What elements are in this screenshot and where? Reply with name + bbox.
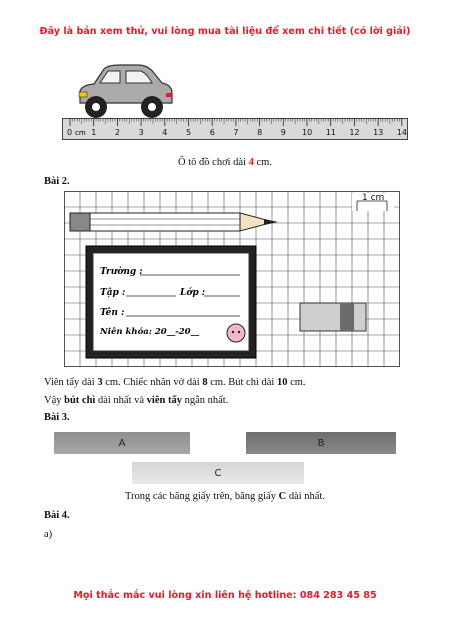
eraser bbox=[299, 302, 367, 332]
paper-strip-b: B bbox=[246, 432, 396, 454]
ruler-tick-label: 14 bbox=[397, 128, 407, 137]
pencil bbox=[69, 212, 278, 232]
ruler-tick-label: 1 bbox=[91, 128, 96, 137]
ruler-tick-label: 11 bbox=[326, 128, 336, 137]
bai4-subpart: a) bbox=[44, 529, 53, 540]
ruler-tick-label: 6 bbox=[210, 128, 215, 137]
grid-scale-label: 1 cm bbox=[362, 193, 384, 203]
paper-strip-a: A bbox=[54, 432, 190, 454]
notebook-label: Trường : Tập : Lớp : Tên : Niên khóa: 20… bbox=[85, 245, 257, 359]
bai2-heading: Bài 2. bbox=[44, 176, 70, 187]
bai3-caption: Trong các băng giấy trên, băng giấy C dà… bbox=[125, 491, 325, 502]
svg-text:Niên khóa: 20__-20__: Niên khóa: 20__-20__ bbox=[99, 326, 200, 337]
ruler-tick-label: 8 bbox=[257, 128, 262, 137]
ruler-tick-label: 0 bbox=[67, 128, 72, 137]
ruler-tick-label: 4 bbox=[162, 128, 167, 137]
ruler-tick-label: 10 bbox=[302, 128, 312, 137]
svg-text:Tập :: Tập : bbox=[100, 287, 125, 298]
svg-text:Tên :: Tên : bbox=[100, 307, 124, 318]
bai4-heading: Bài 4. bbox=[44, 510, 70, 521]
ruler-unit-label: cm bbox=[75, 129, 86, 137]
ruler-tick-label: 9 bbox=[281, 128, 286, 137]
ruler-tick-label: 2 bbox=[115, 128, 120, 137]
car-caption: Ô tô đồ chơi dài 4 cm. bbox=[178, 157, 272, 168]
ruler-tick-label: 12 bbox=[349, 128, 359, 137]
bai3-heading: Bài 3. bbox=[44, 412, 70, 423]
hotline-footer: Mọi thắc mắc vui lòng xin liên hệ hotlin… bbox=[73, 590, 377, 601]
bai2-answer-line1: Viên tẩy dài 3 cm. Chiếc nhãn vở dài 8 c… bbox=[44, 377, 306, 388]
measurement-grid-figure: 1 cm Trường : Tập : Lớp : Tên : Niên khó… bbox=[64, 191, 400, 367]
svg-text:Lớp :: Lớp : bbox=[179, 287, 205, 298]
paper-strip-c: C bbox=[132, 462, 304, 484]
ruler-tick-label: 3 bbox=[139, 128, 144, 137]
preview-banner: Đây là bản xem thử, vui lòng mua tài liệ… bbox=[39, 26, 411, 37]
ruler-tick-label: 7 bbox=[233, 128, 238, 137]
toy-car-illustration bbox=[78, 64, 173, 118]
ruler-tick-label: 13 bbox=[373, 128, 383, 137]
bai2-answer-line2: Vậy bút chì dài nhất và viên tẩy ngắn nh… bbox=[44, 395, 229, 406]
ruler-tick-label: 5 bbox=[186, 128, 191, 137]
svg-text:Trường :: Trường : bbox=[100, 266, 143, 277]
